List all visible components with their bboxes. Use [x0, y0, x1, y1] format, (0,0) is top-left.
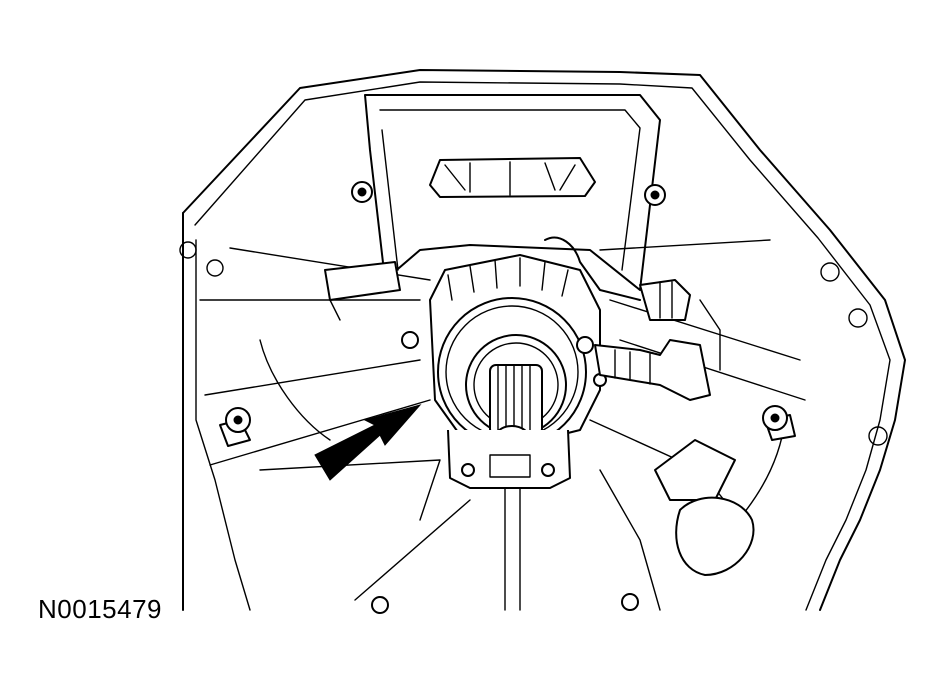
bottom-bolts [371, 593, 639, 614]
flange-bolt-holes [179, 241, 888, 446]
figure-id-label: N0015479 [38, 594, 162, 624]
hydraulic-line [544, 236, 721, 401]
bellhousing-outer-flange [182, 69, 906, 611]
access-cover [654, 439, 755, 576]
mounting-studs [219, 405, 796, 447]
left-pocket [324, 261, 401, 321]
top-mounting-plate [351, 94, 666, 291]
release-bearing [401, 254, 607, 489]
indicator-arrow [314, 404, 422, 481]
